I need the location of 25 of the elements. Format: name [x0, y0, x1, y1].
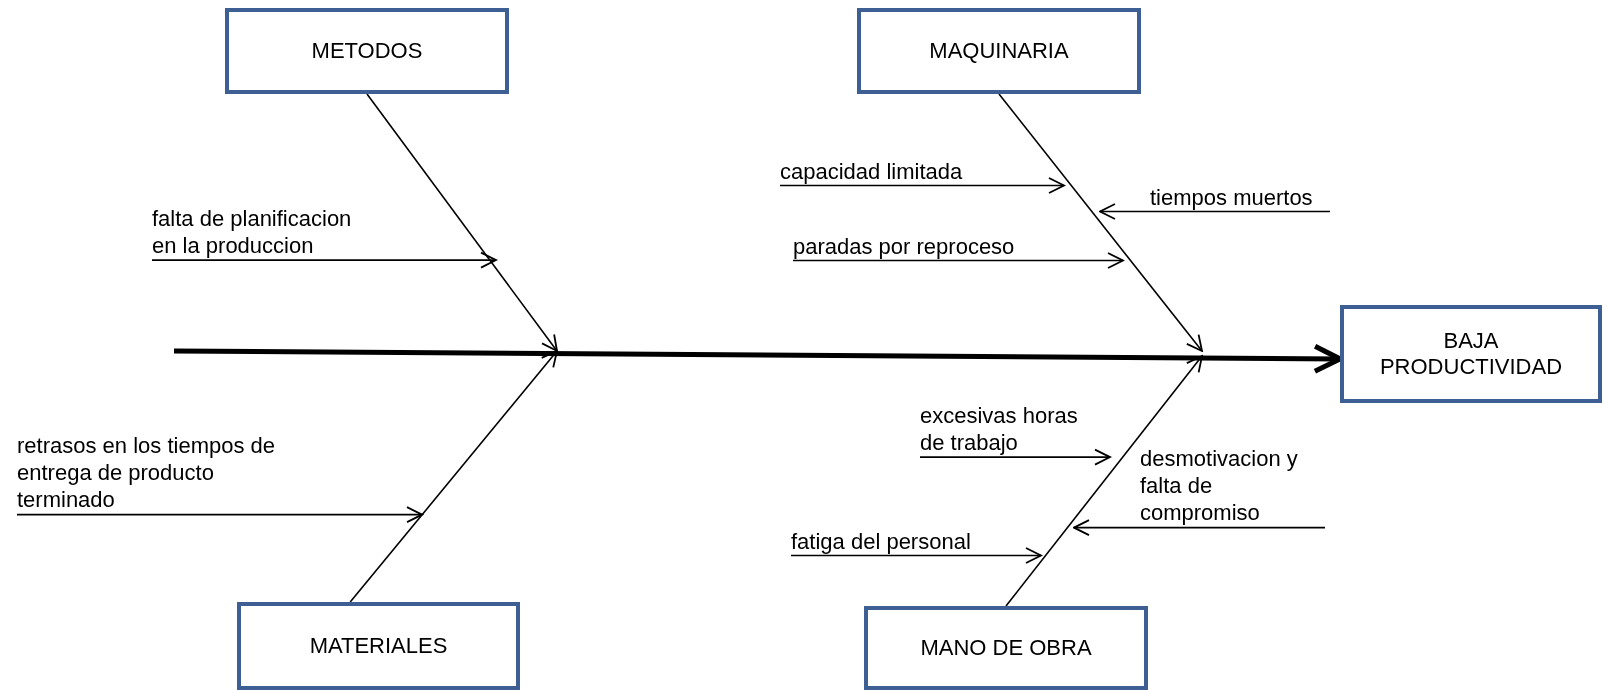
bone-arrow [1005, 355, 1203, 607]
cause-arrow [16, 506, 423, 523]
cause-label: retrasos en los tiempos de entrega de producto terminado [17, 432, 277, 513]
bone-arrow [366, 93, 558, 352]
cause-label: excesivas horas de trabajo [920, 402, 1079, 456]
cause-label: capacidad limitada [780, 158, 964, 185]
cause-arrow [779, 177, 1065, 194]
cause-label: desmotivacion y falta de compromiso [1140, 445, 1299, 526]
cause-arrow [151, 251, 497, 269]
category-box: MANO DE OBRA [864, 606, 1148, 690]
category-box: MATERIALES [237, 602, 520, 690]
cause-arrow [790, 547, 1042, 564]
category-box: MAQUINARIA [857, 8, 1141, 94]
cause-arrow [792, 252, 1124, 269]
cause-label: fatiga del personal [791, 528, 972, 555]
cause-arrow [919, 448, 1111, 466]
cause-arrow [1099, 203, 1331, 220]
bone-arrow [998, 93, 1203, 352]
cause-label: falta de planificacion en la produccion [152, 205, 353, 259]
cause-label: tiempos muertos [1150, 184, 1314, 211]
category-box: METODOS [225, 8, 509, 94]
cause-label: paradas por reproceso [793, 233, 1016, 260]
category-box: BAJA PRODUCTIVIDAD [1340, 305, 1602, 403]
bone-arrow [349, 350, 558, 603]
cause-arrow [1073, 519, 1326, 536]
